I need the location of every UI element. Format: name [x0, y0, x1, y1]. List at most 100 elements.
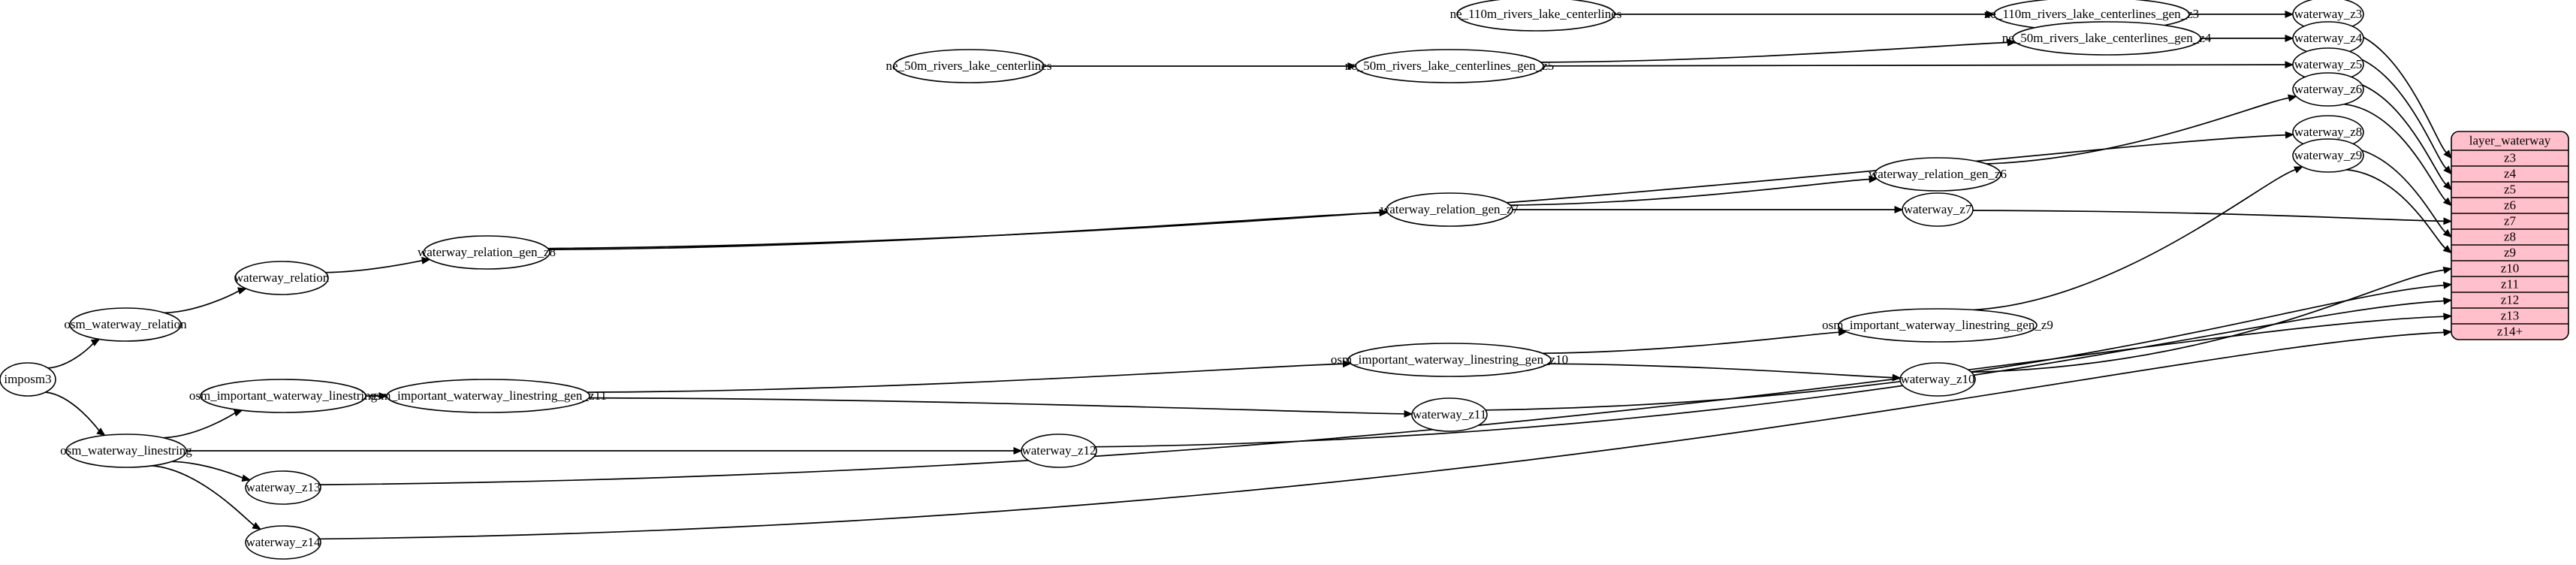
- node-ellipse: [1456, 0, 1615, 32]
- node-ellipse: [893, 49, 1045, 83]
- node-label: waterway_z3: [2294, 7, 2363, 21]
- edge-arrowhead: [96, 428, 106, 437]
- node-label: imposm3: [4, 372, 51, 386]
- node-label: waterway_z10: [1900, 372, 1974, 386]
- edge-arrowhead: [379, 392, 388, 400]
- edge-arrowhead: [2443, 150, 2452, 159]
- edge-arrowhead: [1404, 409, 1413, 418]
- graph-node-waterway_z5[interactable]: waterway_z5: [2292, 47, 2364, 82]
- graph-node-ne_50m_rivers_lake_centerlines_gen_z4[interactable]: ne_50m_rivers_lake_centerlines_gen_z4: [2002, 21, 2212, 56]
- legend-row-z14plus[interactable]: z14+: [2497, 324, 2523, 338]
- legend-row-z10[interactable]: z10: [2501, 261, 2520, 275]
- legend-row-z11[interactable]: z11: [2501, 276, 2519, 291]
- graph-node-waterway_relation_gen_z8[interactable]: waterway_relation_gen_z8: [418, 235, 556, 270]
- legend-row-z8[interactable]: z8: [2504, 229, 2516, 243]
- node-ellipse: [2292, 138, 2364, 173]
- node-ellipse: [200, 379, 366, 413]
- graph-node-osm_important_waterway_linestring_gen_z9[interactable]: osm_important_waterway_linestring_gen_z9: [1822, 308, 2053, 343]
- node-ellipse: [1411, 397, 1488, 432]
- graph-edge: [2343, 103, 2447, 202]
- node-ellipse: [69, 307, 182, 342]
- legend-row-z9[interactable]: z9: [2504, 245, 2516, 259]
- node-label: osm_important_waterway_linestring_gen_z1…: [1331, 352, 1568, 367]
- graph-node-waterway_z3[interactable]: waterway_z3: [2292, 0, 2364, 32]
- node-label: osm_waterway_linestring: [60, 443, 192, 458]
- legend-row-z6[interactable]: z6: [2504, 198, 2516, 212]
- node-ellipse: [2012, 21, 2201, 56]
- legend-row-z13[interactable]: z13: [2501, 308, 2520, 322]
- graph-node-imposm3[interactable]: imposm3: [0, 362, 56, 397]
- graph-edge: [1485, 284, 2445, 411]
- node-ellipse: [1874, 157, 2001, 192]
- node-ellipse: [1902, 192, 1974, 227]
- graph-edge: [45, 391, 101, 432]
- graph-node-waterway_z13[interactable]: waterway_z13: [245, 470, 321, 505]
- graph-edge: [1972, 210, 2445, 222]
- graph-edge: [2345, 169, 2447, 249]
- node-label: waterway_relation_gen_z8: [418, 245, 556, 259]
- legend-row-z5[interactable]: z5: [2504, 182, 2516, 196]
- graph-node-osm_waterway_relation[interactable]: osm_waterway_relation: [64, 307, 187, 342]
- node-ellipse: [423, 235, 550, 270]
- node-label: ne_110m_rivers_lake_centerlines: [1450, 7, 1622, 21]
- graph-edge: [152, 465, 255, 527]
- graph-node-waterway_z9[interactable]: waterway_z9: [2292, 138, 2364, 173]
- graph-node-waterway_z4[interactable]: waterway_z4: [2292, 21, 2364, 56]
- node-label: waterway_z14: [246, 535, 321, 549]
- graph-node-ne_50m_rivers_lake_centerlines_gen_z5[interactable]: ne_50m_rivers_lake_centerlines_gen_z5: [1345, 49, 1555, 83]
- edge-arrowhead: [2443, 313, 2453, 321]
- node-label: waterway_z7: [1904, 202, 1972, 216]
- graph-node-waterway_z6[interactable]: waterway_z6: [2292, 72, 2364, 107]
- graph-node-waterway_relation_gen_z6[interactable]: waterway_relation_gen_z6: [1869, 157, 2007, 192]
- graph-node-waterway_z11[interactable]: waterway_z11: [1411, 397, 1488, 432]
- node-label: waterway_z13: [246, 480, 320, 494]
- node-label: waterway_relation: [234, 270, 330, 285]
- legend-row-z7[interactable]: z7: [2504, 213, 2517, 228]
- graph-edge: [1548, 363, 1894, 379]
- node-label: waterway_relation_gen_z7: [1380, 202, 1519, 216]
- node-ellipse: [1838, 308, 2038, 343]
- edge-arrowhead: [2443, 217, 2453, 225]
- node-ellipse: [1347, 343, 1552, 377]
- graph-node-waterway_z12[interactable]: waterway_z12: [1021, 434, 1097, 468]
- legend-row-z4[interactable]: z4: [2504, 166, 2517, 180]
- legend-container: [2451, 131, 2569, 340]
- legend-row-z3[interactable]: z3: [2504, 150, 2516, 165]
- node-ellipse: [1021, 434, 1097, 468]
- graph-node-osm_waterway_linestring[interactable]: osm_waterway_linestring: [60, 434, 192, 468]
- legend-row-z12[interactable]: z12: [2501, 292, 2520, 307]
- graph-node-osm_important_waterway_linestring_gen_z10[interactable]: osm_important_waterway_linestring_gen_z1…: [1331, 343, 1568, 377]
- graph-edge: [163, 412, 237, 439]
- graph-edge: [164, 289, 240, 314]
- node-label: ne_50m_rivers_lake_centerlines_gen_z5: [1345, 59, 1555, 73]
- edge-arrowhead: [1347, 62, 1357, 70]
- edge-arrowhead: [421, 256, 431, 264]
- graph-node-waterway_relation[interactable]: waterway_relation: [234, 261, 330, 295]
- node-ellipse: [245, 470, 321, 505]
- graph-node-waterway_z10[interactable]: waterway_z10: [1899, 362, 1976, 397]
- node-label: osm_important_waterway_linestring_gen_z1…: [370, 388, 607, 403]
- graph-node-ne_110m_rivers_lake_centerlines[interactable]: ne_110m_rivers_lake_centerlines: [1450, 0, 1622, 32]
- node-ellipse: [2292, 72, 2364, 107]
- edge-arrowhead: [2007, 38, 2016, 47]
- graph-node-waterway_relation_gen_z7[interactable]: waterway_relation_gen_z7: [1380, 192, 1519, 227]
- node-label: waterway_z8: [2294, 125, 2363, 139]
- edge-arrowhead: [90, 338, 101, 346]
- graph-edge: [319, 331, 2445, 540]
- graph-node-waterway_z7[interactable]: waterway_z7: [1902, 192, 1974, 227]
- graph-node-osm_important_waterway_linestring[interactable]: osm_important_waterway_linestring: [189, 379, 378, 413]
- graph-edge: [1542, 331, 1840, 355]
- graph-edge: [2342, 79, 2448, 186]
- graph-node-waterway_z14[interactable]: waterway_z14: [245, 525, 321, 560]
- node-ellipse: [1355, 49, 1544, 83]
- edge-arrowhead: [241, 474, 252, 482]
- node-ellipse: [1899, 362, 1976, 397]
- graph-edge: [548, 212, 1381, 251]
- node-label: waterway_z6: [2294, 82, 2363, 96]
- graph-node-ne_50m_rivers_lake_centerlines[interactable]: ne_50m_rivers_lake_centerlines: [886, 49, 1052, 83]
- node-ellipse: [386, 379, 590, 413]
- graph-edge: [1543, 64, 2287, 67]
- graph-node-osm_important_waterway_linestring_gen_z11[interactable]: osm_important_waterway_linestring_gen_z1…: [370, 379, 607, 413]
- edge-arrowhead: [2442, 266, 2453, 274]
